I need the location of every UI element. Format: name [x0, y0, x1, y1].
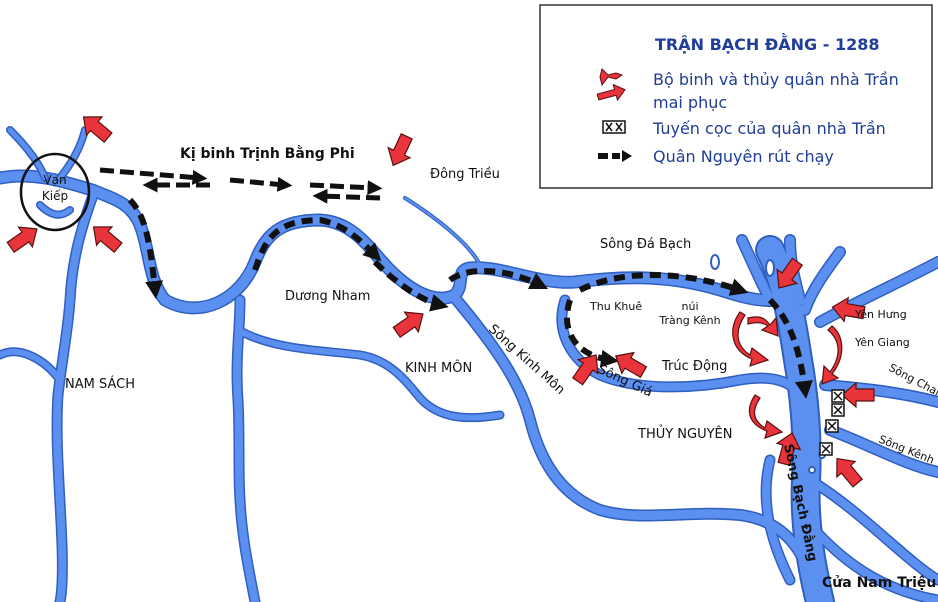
label-thu-khue: Thu Khuê	[589, 300, 642, 313]
ambush-arrow-icon	[596, 83, 626, 102]
legend-item-3: Quân Nguyên rút chạy	[653, 147, 834, 166]
river-dong-trieu-outline	[403, 196, 482, 267]
legend-item-2: Tuyến cọc của quân nhà Trần	[652, 119, 886, 138]
ambush-arrow	[776, 257, 804, 289]
retreat-segment-4	[448, 267, 549, 290]
ambush-arrow	[831, 296, 866, 323]
stake-box	[825, 419, 839, 433]
retreat-arrow-icon	[598, 150, 632, 162]
ambush-arrow	[82, 116, 113, 144]
ambush-arrow	[387, 133, 413, 167]
ambush-arrows	[6, 116, 875, 488]
ambush-fork	[732, 311, 770, 367]
ambush-arrow	[6, 226, 38, 254]
retreat-segment-3	[372, 259, 449, 312]
legend-item-0: Bộ binh và thủy quân nhà Trần	[653, 70, 899, 89]
ambush-arrow	[841, 381, 875, 409]
label-truc-dong: Trúc Động	[661, 359, 727, 374]
stake-line-icon	[602, 120, 626, 134]
van-kiep-circle	[19, 152, 91, 232]
stake-line	[819, 389, 845, 456]
label-yen-hung: Yên Hưng	[854, 308, 907, 321]
label-yen-giang: Yên Giang	[854, 336, 910, 349]
stake-box	[831, 403, 845, 417]
label-nui-trang-kenh-1: núi	[682, 300, 699, 313]
legend-item-1: mai phục	[653, 93, 727, 112]
ambush-arrow	[392, 311, 424, 339]
ambush-arrow	[92, 226, 123, 254]
label-nui-trang-kenh-2: Tràng Kênh	[658, 314, 720, 327]
stake-box	[831, 389, 845, 403]
label-cua-nam-trieu: Cửa Nam Triệu	[822, 575, 936, 591]
label-ki-binh: Kị binh Trịnh Bằng Phi	[180, 145, 355, 162]
retreat-segment-7	[767, 297, 813, 399]
ambush-arrow	[836, 457, 864, 488]
ambush-arrow-icon	[599, 68, 624, 87]
ambush-fork	[821, 325, 843, 385]
label-kinh-mon: KINH MÔN	[405, 360, 472, 376]
label-song-da-bach: Sông Đá Bạch	[600, 237, 691, 252]
retreat-segment-5	[578, 272, 749, 296]
label-nam-sach: NAM SÁCH	[65, 376, 135, 392]
retreat-route	[127, 197, 813, 399]
river-network	[0, 126, 938, 602]
ambush-arrow	[775, 432, 802, 467]
retreat-segment-1	[127, 197, 164, 299]
label-thuy-nguyen: THỦY NGUYÊN	[637, 425, 733, 442]
label-van-kiep-2: Kiếp	[42, 189, 68, 203]
ambush-fork	[748, 394, 784, 439]
legend: TRẬN BẠCH ĐẰNG - 1288 Bộ binh và thủy qu…	[539, 4, 933, 189]
ambush-arrow	[614, 351, 648, 379]
legend-title: TRẬN BẠCH ĐẰNG - 1288	[655, 33, 879, 54]
label-dong-trieu: Đông Triều	[430, 167, 500, 182]
ambush-arrow	[571, 354, 599, 386]
ambush-fork	[747, 316, 779, 337]
label-duong-nham: Dương Nham	[285, 289, 370, 304]
cavalry-arrows	[99, 167, 383, 204]
retreat-segment-2	[252, 216, 382, 271]
stake-box	[819, 442, 833, 456]
label-van-kiep-1: Vạn	[43, 173, 66, 187]
retreat-segment-6	[563, 299, 619, 368]
